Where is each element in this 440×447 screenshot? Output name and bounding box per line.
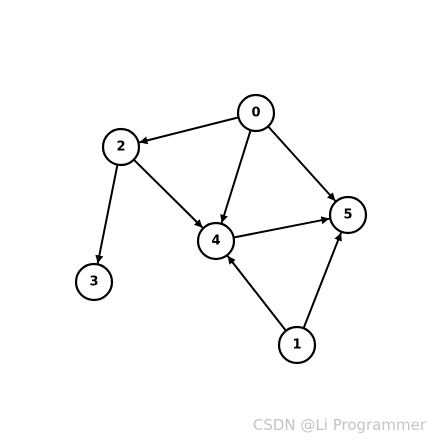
edge-0-to-4 bbox=[220, 129, 252, 224]
node-label-3: 3 bbox=[89, 275, 98, 290]
edge-2-to-3 bbox=[95, 164, 119, 264]
nodes-layer: 0 1 2 3 4 5 bbox=[74, 93, 368, 365]
edges-layer bbox=[95, 116, 342, 332]
watermark-text: CSDN @Li Programmer bbox=[252, 416, 426, 434]
node-label-5: 5 bbox=[343, 208, 352, 223]
node-3: 3 bbox=[74, 262, 114, 302]
node-label-0: 0 bbox=[251, 106, 260, 121]
node-circle-1 bbox=[277, 325, 317, 365]
node-5: 5 bbox=[328, 195, 368, 235]
edge-0-to-5 bbox=[267, 125, 337, 202]
edge-4-to-5 bbox=[233, 216, 330, 239]
edge-0-to-2 bbox=[139, 116, 239, 145]
edge-2-to-4 bbox=[133, 158, 204, 229]
node-circle-0 bbox=[236, 93, 276, 133]
node-circle-2 bbox=[101, 127, 141, 167]
node-circle-4 bbox=[196, 221, 236, 261]
edge-1-to-4 bbox=[226, 255, 287, 332]
node-circle-3 bbox=[74, 262, 114, 302]
node-label-1: 1 bbox=[292, 338, 301, 353]
node-0: 0 bbox=[236, 93, 276, 133]
node-label-4: 4 bbox=[211, 234, 220, 249]
node-4: 4 bbox=[196, 221, 236, 261]
node-2: 2 bbox=[101, 127, 141, 167]
node-1: 1 bbox=[277, 325, 317, 365]
node-label-2: 2 bbox=[116, 140, 125, 155]
edge-1-to-5 bbox=[302, 232, 342, 329]
node-circle-5 bbox=[328, 195, 368, 235]
